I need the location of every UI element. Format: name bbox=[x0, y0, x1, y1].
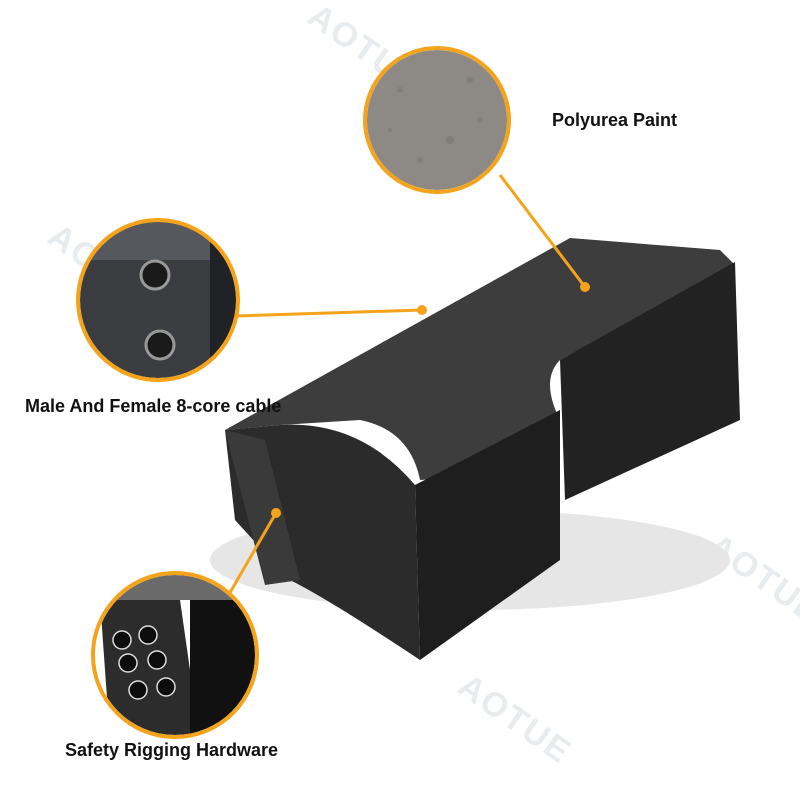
rigging-closeup bbox=[91, 571, 259, 739]
callout-label-rigging-hardware: Safety Rigging Hardware bbox=[65, 740, 279, 760]
cabinet-top bbox=[225, 238, 735, 480]
connector-closeup bbox=[76, 218, 240, 382]
callout-label-8-core-cable: Male And Female 8-core cable bbox=[25, 396, 282, 416]
rigging-plate bbox=[225, 430, 300, 585]
callout-dot bbox=[271, 508, 281, 518]
leader-line bbox=[498, 174, 587, 288]
front-grille bbox=[415, 410, 560, 660]
male-connector-icon bbox=[139, 259, 171, 291]
callout-label-polyurea-paint: Polyurea Paint bbox=[552, 110, 678, 130]
female-connector-icon bbox=[144, 329, 176, 361]
callout-dot bbox=[417, 305, 427, 315]
callout-dot bbox=[580, 282, 590, 292]
leader-line bbox=[226, 512, 278, 597]
polyurea-texture-closeup bbox=[363, 46, 511, 194]
rear-grille bbox=[560, 262, 740, 500]
leader-line bbox=[235, 308, 423, 318]
